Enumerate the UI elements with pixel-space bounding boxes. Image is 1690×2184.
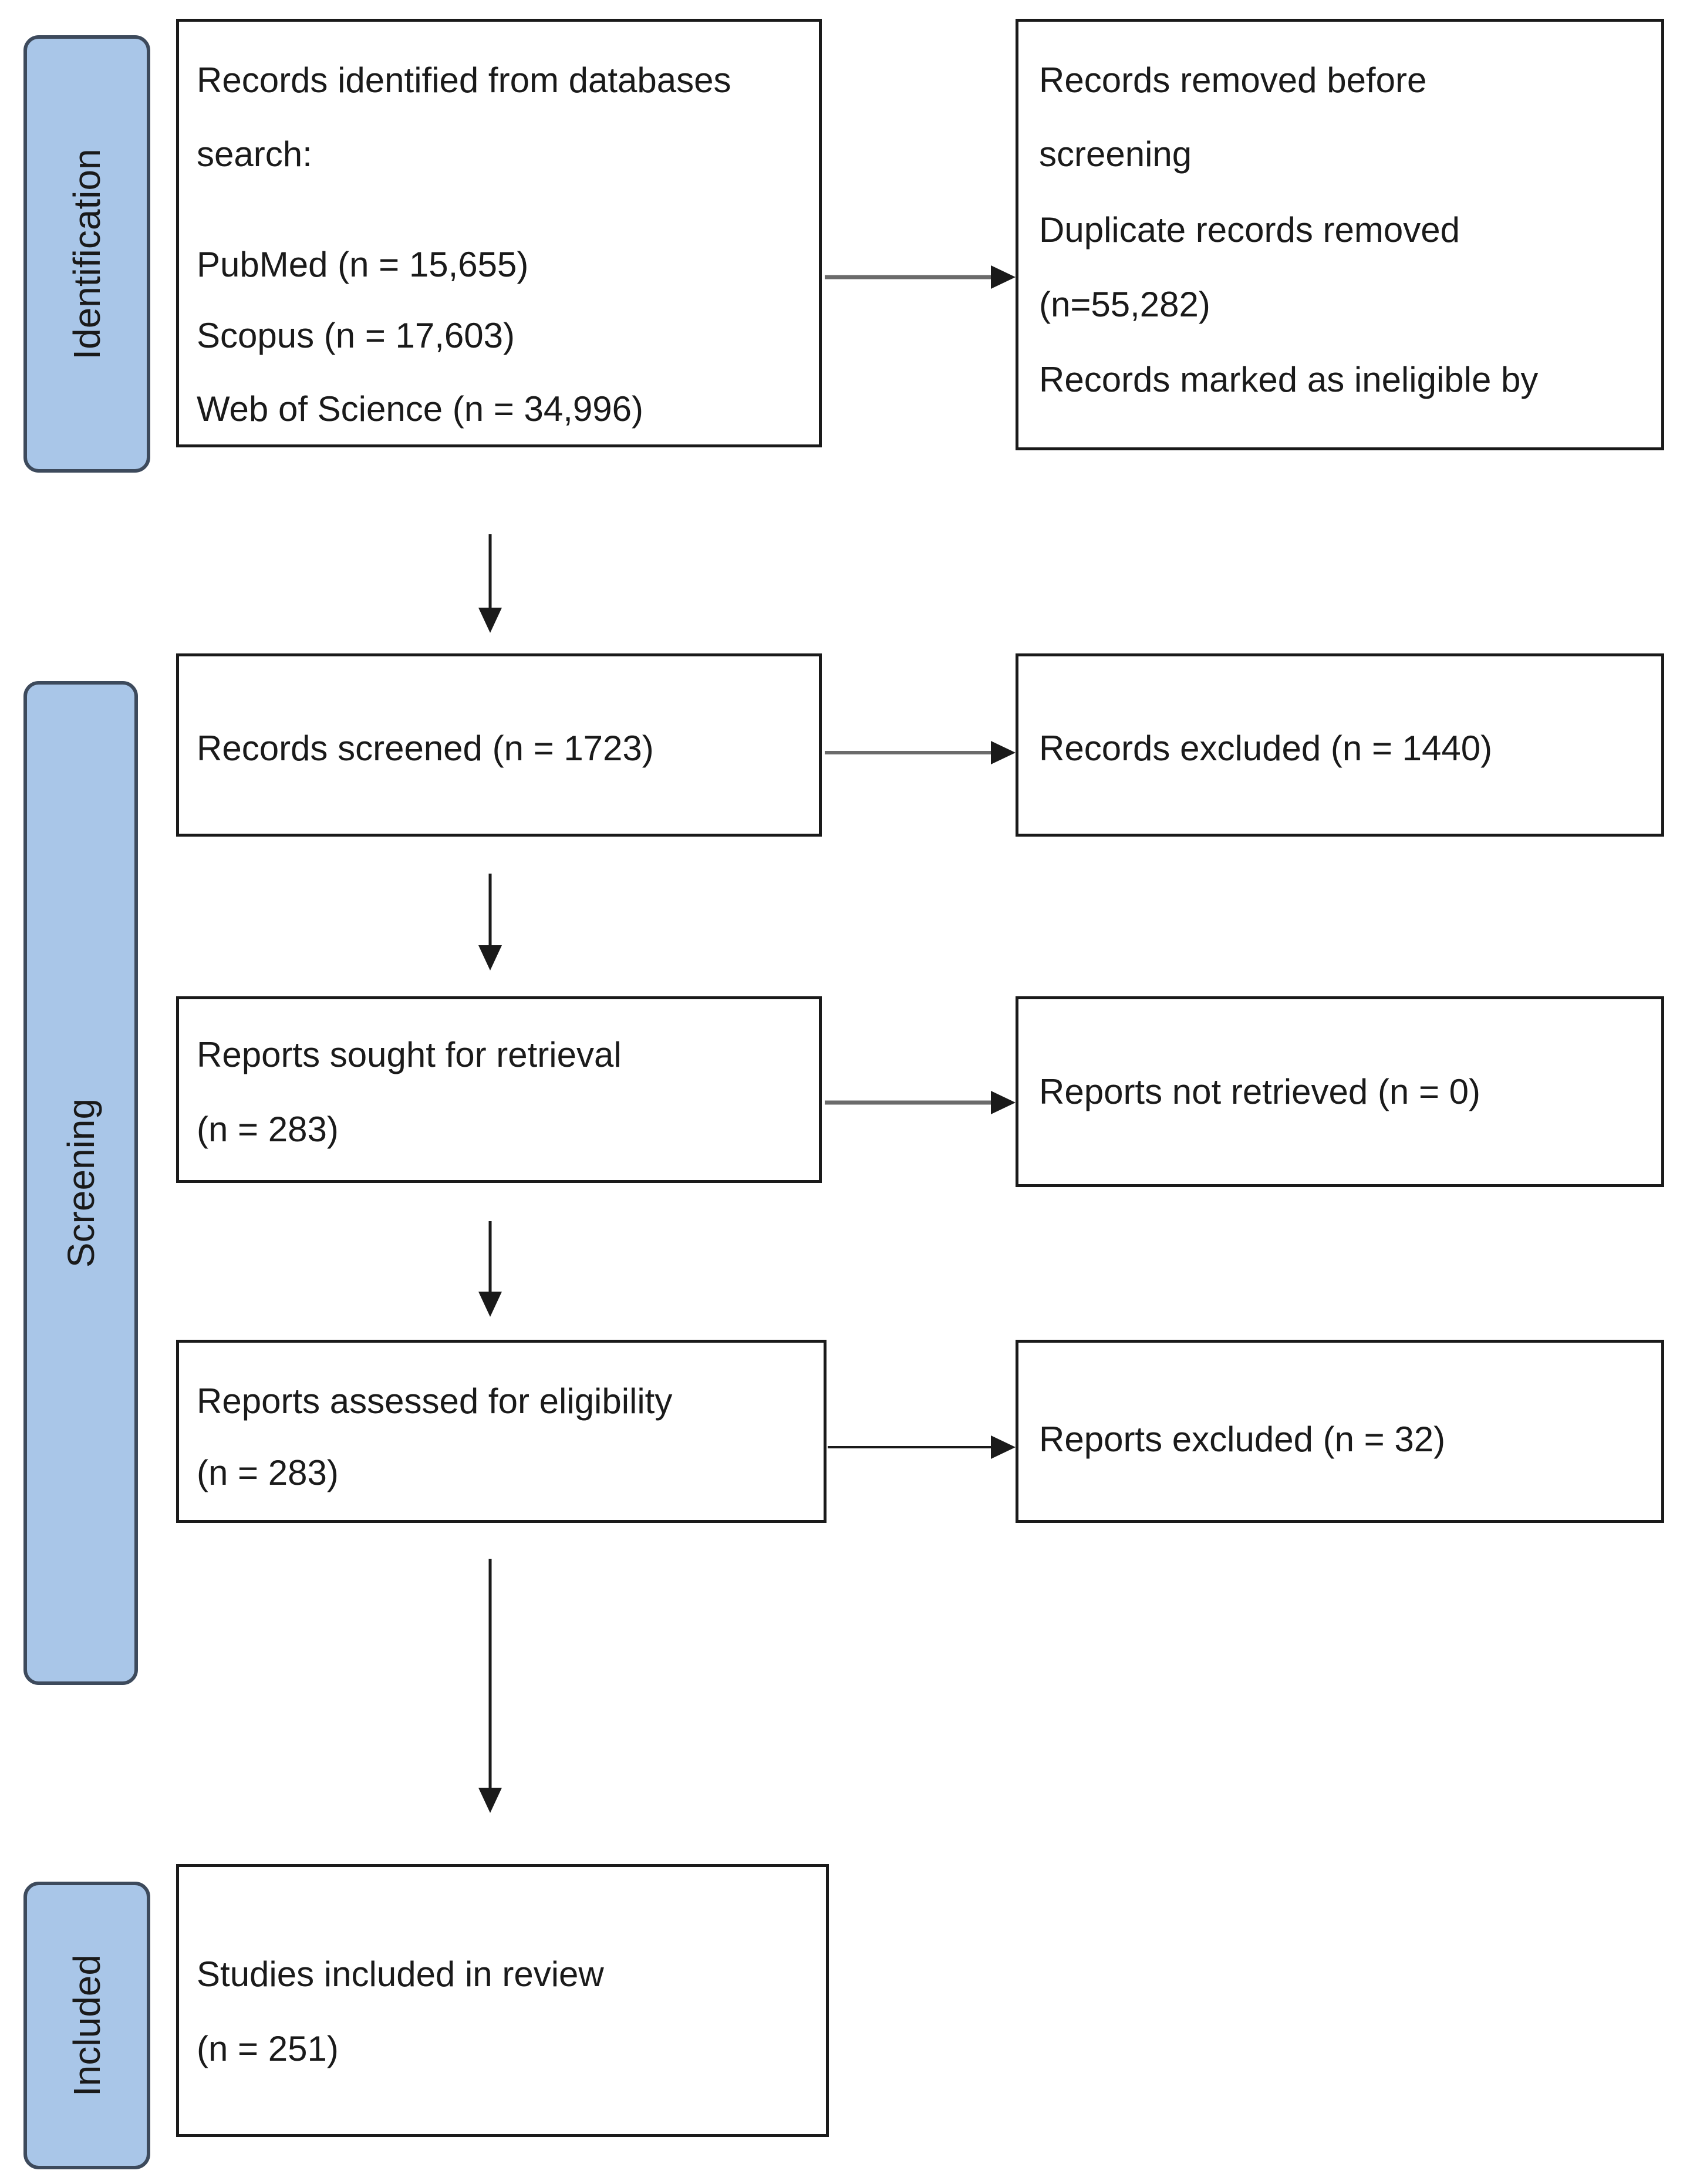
- records-removed-box: Records removed before screening Duplica…: [1016, 19, 1664, 450]
- studies-included-box: Studies included in review (n = 251): [176, 1864, 829, 2137]
- box-line: search:: [197, 134, 312, 174]
- box-line: screening: [1039, 134, 1192, 174]
- box-line: Records marked as ineligible by: [1039, 360, 1539, 399]
- box-line: Web of Science (n = 34,996): [197, 389, 644, 429]
- box-line: PubMed (n = 15,655): [197, 245, 529, 284]
- box-line: Scopus (n = 17,603): [197, 316, 515, 355]
- box-line: (n = 251): [197, 2029, 339, 2068]
- box-line: Reports sought for retrieval: [197, 1035, 622, 1074]
- phase-included: Included: [23, 1882, 150, 2169]
- arrow-identified-to-removed: [825, 265, 1016, 289]
- box-line: Records excluded (n = 1440): [1039, 729, 1493, 768]
- arrow-assessed-to-included: [478, 1559, 502, 1813]
- arrow-sought-to-not-retrieved: [825, 1091, 1016, 1114]
- box-line: (n=55,282): [1039, 285, 1210, 324]
- box-line: Duplicate records removed: [1039, 210, 1460, 250]
- arrow-sought-to-assessed: [478, 1221, 502, 1317]
- arrow-screened-to-sought: [478, 874, 502, 970]
- box-line: (n = 283): [197, 1453, 339, 1492]
- box-line: Reports not retrieved (n = 0): [1039, 1072, 1481, 1111]
- reports-excluded-box: Reports excluded (n = 32): [1016, 1340, 1664, 1523]
- box-line: Reports excluded (n = 32): [1039, 1420, 1446, 1459]
- box-line: Reports assessed for eligibility: [197, 1381, 673, 1421]
- reports-not-retrieved-box: Reports not retrieved (n = 0): [1016, 996, 1664, 1187]
- arrow-identified-to-screened: [478, 534, 502, 633]
- arrow-assessed-to-reports-excluded: [828, 1435, 1016, 1459]
- phase-screening: Screening: [23, 681, 138, 1685]
- records-excluded-box: Records excluded (n = 1440): [1016, 653, 1664, 837]
- phase-identification: Identification: [23, 35, 150, 473]
- box-line: Records screened (n = 1723): [197, 729, 654, 768]
- box-line: Records identified from databases: [197, 60, 731, 100]
- reports-assessed-box: Reports assessed for eligibility (n = 28…: [176, 1340, 827, 1523]
- records-identified-box: Records identified from databases search…: [176, 19, 822, 447]
- box-line: Studies included in review: [197, 1954, 604, 1994]
- reports-sought-box: Reports sought for retrieval (n = 283): [176, 996, 822, 1183]
- box-line: (n = 283): [197, 1110, 339, 1149]
- box-line: Records removed before: [1039, 60, 1427, 100]
- arrow-screened-to-excluded: [825, 741, 1016, 764]
- records-screened-box: Records screened (n = 1723): [176, 653, 822, 837]
